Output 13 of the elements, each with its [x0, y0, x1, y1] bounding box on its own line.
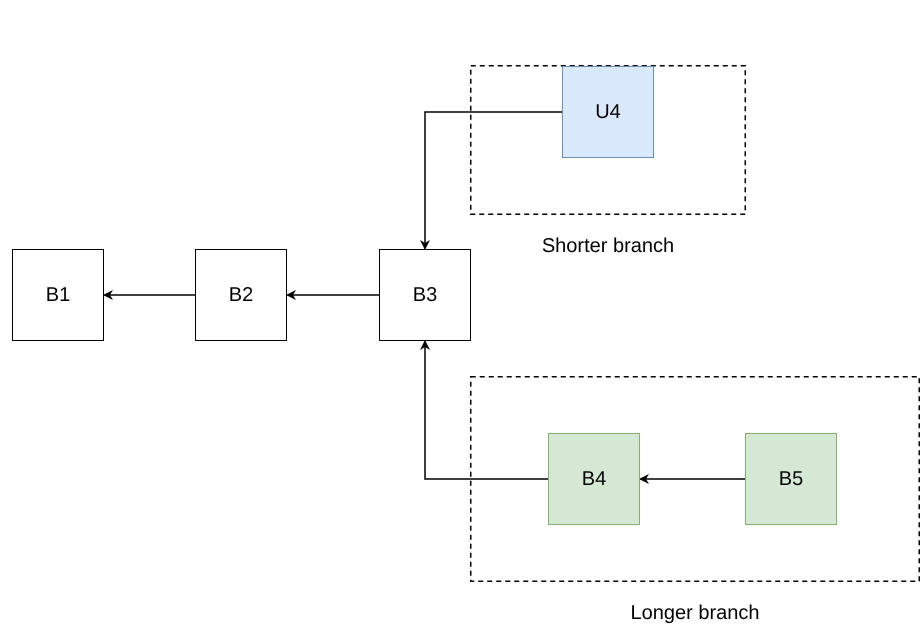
group-label: Shorter branch	[540, 235, 676, 258]
process-box: U4	[562, 66, 654, 158]
process-box: B3	[379, 249, 471, 341]
group-label: Longer branch	[630, 602, 760, 625]
arrow	[639, 474, 745, 484]
arrow	[286, 290, 379, 300]
arrow	[103, 290, 195, 300]
arrow	[420, 111, 562, 250]
arrow	[420, 340, 548, 480]
process-box: B1	[12, 249, 104, 341]
process-box: B5	[745, 433, 837, 525]
process-box: B4	[548, 433, 640, 525]
process-box: B2	[195, 249, 287, 341]
